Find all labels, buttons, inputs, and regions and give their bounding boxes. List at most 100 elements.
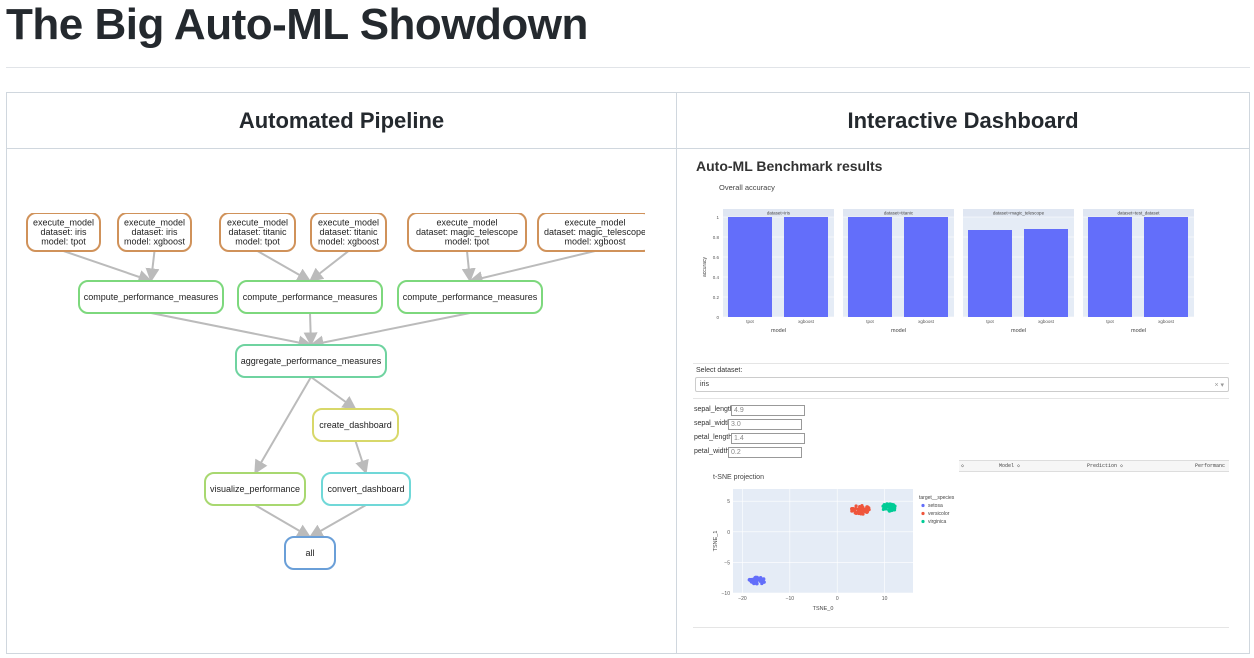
facet-label: dataset=titanic bbox=[884, 211, 914, 216]
pipeline-edge bbox=[309, 312, 471, 350]
page-title: The Big Auto-ML Showdown bbox=[6, 0, 588, 49]
pipeline-node-label: model: xgboost bbox=[318, 237, 380, 247]
pipeline-edge bbox=[150, 312, 313, 350]
scatter-point-virginica bbox=[889, 504, 894, 509]
scatter-point-versicolor bbox=[861, 505, 865, 510]
header-divider bbox=[7, 148, 1249, 149]
y-tick-label: 5 bbox=[727, 499, 730, 505]
pipeline-node-label: dataset: titanic bbox=[228, 227, 287, 237]
pipeline-node-label: execute_model bbox=[318, 218, 379, 228]
feature-input-label: sepal_width: bbox=[694, 420, 733, 427]
y-tick-label: 0.2 bbox=[713, 295, 720, 300]
feature-input-label: petal_length: bbox=[694, 434, 735, 441]
pipeline-node-label: execute_model bbox=[33, 218, 94, 228]
accuracy-bar-chart: Overall accuracyaccuracy00.20.40.60.81da… bbox=[702, 183, 1194, 334]
scatter-point-setosa bbox=[762, 577, 766, 581]
feature-input-petal-width[interactable]: 0.2 bbox=[728, 447, 802, 458]
y-tick-label: −5 bbox=[724, 560, 730, 566]
x-tick-label: −20 bbox=[738, 596, 747, 602]
pipeline-edge bbox=[63, 250, 153, 284]
x-tick-label: xgboost bbox=[918, 319, 935, 324]
y-tick-label: 0.6 bbox=[713, 255, 720, 260]
pipeline-node-label: visualize_performance bbox=[210, 484, 300, 494]
accuracy-bar bbox=[1088, 217, 1132, 317]
table-col-model: Model ◇ bbox=[999, 463, 1021, 469]
y-tick-label: 0.4 bbox=[713, 275, 720, 280]
pipeline-dag-image: execute_model dataset: iris model: tpot exe… bbox=[26, 213, 645, 570]
accuracy-bar bbox=[968, 230, 1012, 317]
feature-input-petal-length[interactable]: 1.4 bbox=[731, 433, 805, 444]
legend-item-virginica[interactable]: virginica bbox=[928, 519, 947, 525]
scatter-point-setosa bbox=[760, 579, 764, 583]
legend-title: target__species bbox=[919, 495, 955, 501]
scatter-point-setosa bbox=[747, 578, 751, 582]
scatter-point-versicolor bbox=[850, 507, 854, 511]
x-axis-label: model bbox=[771, 328, 786, 334]
section-divider bbox=[693, 363, 1229, 364]
pipeline-node-visualize-performance: visualize_performance bbox=[204, 472, 306, 506]
pipeline-node-label: aggregate_performance_measures bbox=[241, 356, 382, 366]
pipeline-node-create-dashboard: create_dashboard bbox=[312, 408, 399, 442]
dataset-dropdown[interactable]: iris × ▾ bbox=[695, 377, 1229, 392]
scatter-point-versicolor bbox=[854, 504, 858, 508]
x-axis-label: model bbox=[1131, 328, 1146, 334]
facet-header bbox=[1083, 209, 1194, 217]
legend-marker bbox=[921, 511, 925, 516]
scatter-point-virginica bbox=[893, 506, 897, 510]
feature-input-label: petal_width: bbox=[694, 448, 732, 455]
y-tick-label: 0.8 bbox=[713, 235, 720, 240]
title-divider bbox=[6, 67, 1250, 68]
feature-input-label: sepal_length: bbox=[694, 406, 736, 413]
section-divider bbox=[693, 398, 1229, 399]
table-col-prediction: Prediction ◇ bbox=[1087, 463, 1124, 469]
y-tick-label: −10 bbox=[722, 591, 731, 597]
scatter-point-versicolor bbox=[852, 508, 857, 512]
legend-item-setosa[interactable]: setosa bbox=[928, 503, 943, 509]
y-axis-label: TSNE_1 bbox=[713, 531, 719, 552]
pipeline-node-label: model: tpot bbox=[235, 237, 280, 247]
scatter-point-versicolor bbox=[864, 507, 868, 511]
select-dataset-label: Select dataset: bbox=[696, 367, 743, 374]
accuracy-bar bbox=[728, 217, 772, 317]
x-tick-label: tpot bbox=[746, 319, 754, 324]
legend-item-versicolor[interactable]: versicolor bbox=[928, 511, 950, 517]
pipeline-node-label: dataset: titanic bbox=[319, 227, 378, 237]
x-tick-label: 10 bbox=[882, 596, 888, 602]
feature-input-sepal-length[interactable]: 4.9 bbox=[731, 405, 805, 416]
table-col-index: ◇ bbox=[961, 463, 965, 469]
x-tick-label: tpot bbox=[1106, 319, 1114, 324]
pipeline-node-label: compute_performance_measures bbox=[84, 292, 219, 302]
scatter-point-setosa bbox=[750, 580, 754, 584]
dashboard-heading: Auto-ML Benchmark results bbox=[696, 158, 883, 174]
feature-input-sepal-width[interactable]: 3.0 bbox=[728, 419, 802, 430]
pipeline-node-label: execute_model bbox=[564, 218, 625, 228]
column-divider bbox=[676, 93, 677, 653]
dropdown-clear-icon[interactable]: × ▾ bbox=[1214, 382, 1224, 389]
dashboard-bottom-border bbox=[693, 627, 1229, 628]
y-tick-label: 1 bbox=[716, 215, 719, 220]
scatter-point-setosa bbox=[754, 582, 759, 586]
pipeline-edge bbox=[308, 250, 350, 282]
x-tick-label: tpot bbox=[986, 319, 994, 324]
dashboard-screenshot: Auto-ML Benchmark results Overall accura… bbox=[693, 155, 1233, 635]
pipeline-node-label: model: xgboost bbox=[564, 237, 626, 247]
x-tick-label: 0 bbox=[836, 596, 839, 602]
pipeline-edge bbox=[257, 250, 312, 282]
scatter-point-virginica bbox=[885, 505, 889, 509]
pipeline-node-label: convert_dashboard bbox=[327, 484, 404, 494]
pipeline-node-compute-performance-measures: compute_performance_measures bbox=[397, 280, 543, 314]
pipeline-node-label: compute_performance_measures bbox=[403, 292, 538, 302]
accuracy-bar bbox=[1144, 217, 1188, 317]
pipeline-node-label: model: xgboost bbox=[124, 237, 186, 247]
scatter-point-versicolor bbox=[857, 509, 861, 514]
pipeline-node-label: dataset: iris bbox=[131, 227, 178, 237]
dataset-dropdown-value: iris bbox=[700, 381, 709, 388]
table-col-performance: Performanc bbox=[1195, 463, 1226, 469]
pipeline-edge bbox=[303, 312, 318, 347]
y-tick-label: 0 bbox=[716, 315, 719, 320]
accuracy-bar bbox=[848, 217, 892, 317]
x-tick-label: xgboost bbox=[798, 319, 815, 324]
